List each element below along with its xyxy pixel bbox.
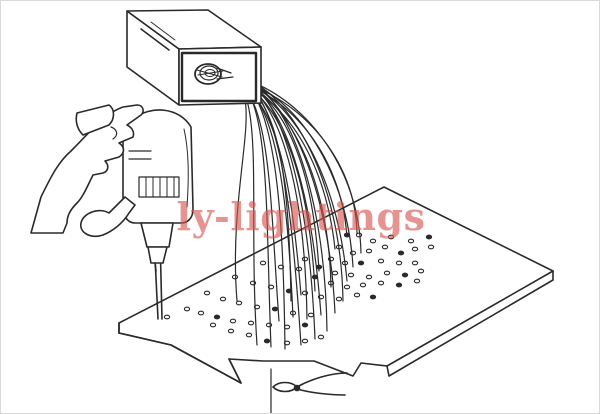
panel-hole-icon <box>407 238 415 244</box>
panel-hole-icon <box>397 250 405 256</box>
panel-hole-icon <box>427 244 435 250</box>
panel-hole-icon <box>213 314 221 320</box>
panel-hole-icon <box>219 296 227 302</box>
panel-hole-icon <box>411 246 419 252</box>
panel-hole-icon <box>395 282 403 288</box>
panel-hole-icon <box>245 332 253 338</box>
panel-hole-icon <box>231 274 239 280</box>
panel-hole-icon <box>247 320 255 326</box>
panel-hole-icon <box>301 322 309 328</box>
panel-hole-icon <box>411 260 419 266</box>
panel-hole-icon <box>395 260 403 266</box>
panel-hole-icon <box>369 238 377 244</box>
panel-hole-icon <box>307 312 315 318</box>
panel-hole-icon <box>359 282 367 288</box>
panel-hole-icon <box>331 270 339 276</box>
panel-hole-icon <box>377 280 385 286</box>
panel-hole-icon <box>365 274 373 280</box>
wire-cutter-pliers-icon <box>270 368 348 413</box>
panel-hole-icon <box>229 318 237 324</box>
panel-hole-icon <box>235 300 243 306</box>
panel-hole-icon <box>197 310 205 316</box>
panel-hole-icon <box>347 272 355 278</box>
panel-hole-icon <box>271 306 279 312</box>
panel-hole-icon <box>183 306 191 312</box>
perforated-panel-icon <box>118 186 554 384</box>
panel-hole-icon <box>163 314 171 320</box>
hand-icon <box>30 104 144 238</box>
panel-hole-icon <box>387 234 395 240</box>
panel-hole-icon <box>417 268 425 274</box>
panel-hole-icon <box>355 232 363 238</box>
panel-hole-icon <box>377 258 385 264</box>
panel-hole-icon <box>263 338 271 344</box>
panel-hole-icon <box>383 270 391 276</box>
panel-hole-icon <box>357 260 365 266</box>
panel-hole-icon <box>343 284 351 290</box>
panel-hole-icon <box>209 322 217 328</box>
panel-hole-icon <box>401 272 409 278</box>
panel-hole-icon <box>317 334 325 340</box>
panel-hole-icon <box>381 244 389 250</box>
panel-hole-icon <box>203 290 211 296</box>
panel-hole-icon <box>413 278 421 284</box>
panel-hole-icon <box>259 260 267 266</box>
panel-hole-icon <box>227 328 235 334</box>
panel-hole-icon <box>335 296 343 302</box>
light-source-box-icon <box>126 9 262 106</box>
hand-held-drill-icon <box>122 109 194 272</box>
panel-hole-icon <box>425 234 433 240</box>
fiber-bundle-icon <box>194 63 234 85</box>
panel-hole-icon <box>353 292 361 298</box>
panel-hole-icon <box>365 248 373 254</box>
panel-hole-icon <box>301 338 309 344</box>
panel-hole-icon <box>369 294 377 300</box>
